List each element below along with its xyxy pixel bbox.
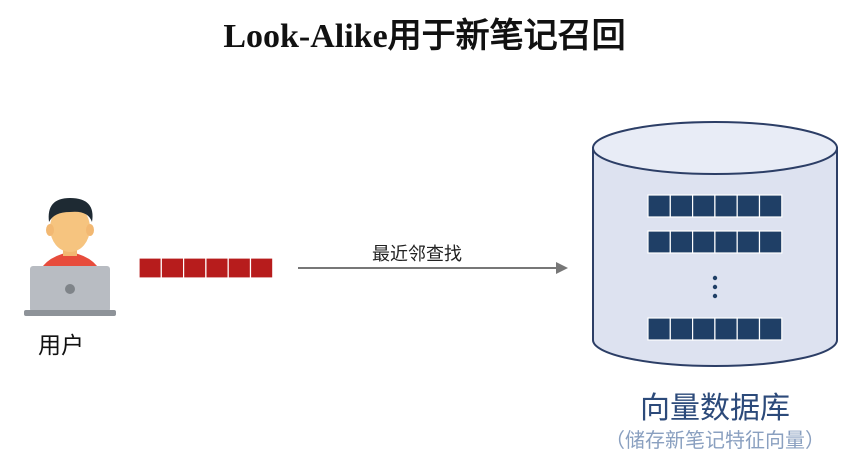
- vector-cell: [669, 194, 694, 218]
- vector-cell: [227, 257, 252, 279]
- vector-cell: [647, 230, 671, 254]
- vector-cell: [736, 317, 761, 341]
- db-vector-row: [647, 194, 783, 218]
- vector-cell: [691, 194, 716, 218]
- vector-cell: [736, 230, 761, 254]
- vector-cell: [183, 257, 207, 279]
- database-label: 向量数据库: [640, 391, 790, 426]
- vector-cell: [758, 230, 783, 254]
- vector-cell: [205, 257, 229, 279]
- vector-cell: [669, 230, 694, 254]
- vector-cell: [647, 194, 671, 218]
- vector-cell: [758, 317, 783, 341]
- query-vector: [138, 257, 274, 279]
- vector-cell: [138, 257, 162, 279]
- vector-cell: [647, 317, 671, 341]
- vector-cell: [249, 257, 274, 279]
- page-title: Look-Alike用于新笔记召回: [223, 18, 626, 55]
- vector-cell: [691, 317, 716, 341]
- db-vector-row: [647, 317, 783, 341]
- database-vectors: [647, 194, 783, 341]
- vector-cell: [714, 230, 738, 254]
- vector-cell: [160, 257, 185, 279]
- vector-cell: [669, 317, 694, 341]
- query-vector-row: [138, 257, 274, 279]
- vector-cell: [714, 317, 738, 341]
- db-vector-row: [647, 230, 783, 254]
- user-with-laptop-icon: [24, 198, 116, 316]
- vector-cell: [736, 194, 761, 218]
- nearest-neighbor-label: 最近邻查找: [372, 244, 462, 265]
- user-label: 用户: [38, 333, 84, 359]
- nearest-neighbor-arrow: [298, 262, 568, 274]
- database-sublabel: （储存新笔记特征向量）: [605, 428, 825, 452]
- ellipsis-dots: [712, 275, 718, 299]
- vector-cell: [758, 194, 783, 218]
- vector-cell: [691, 230, 716, 254]
- vector-cell: [714, 194, 738, 218]
